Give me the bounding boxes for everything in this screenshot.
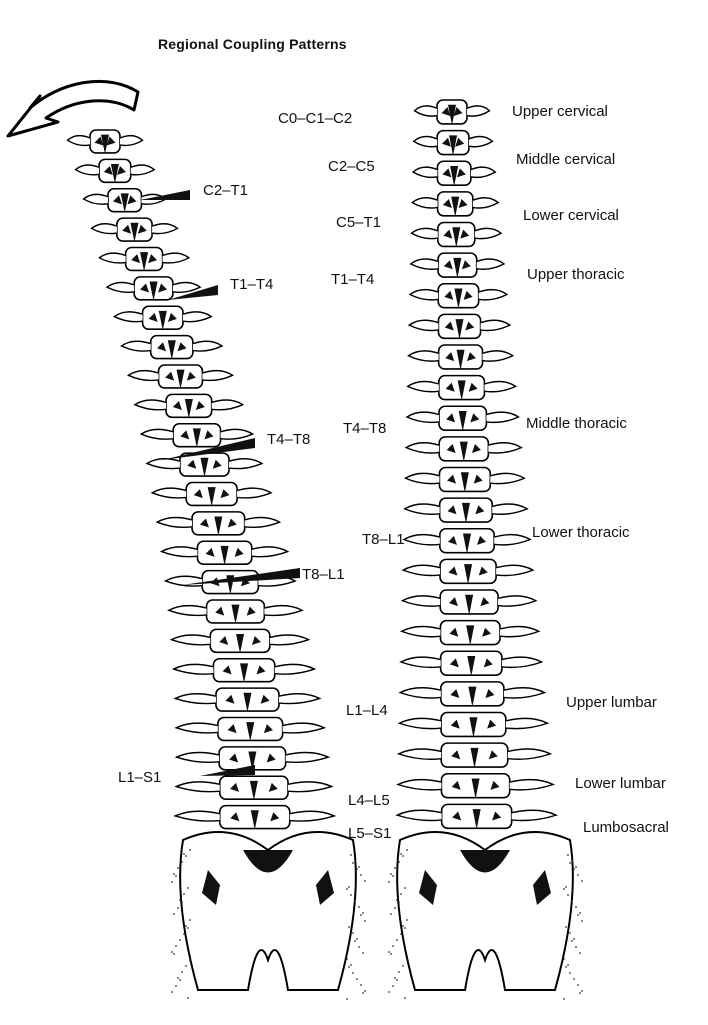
right-vertebra [403, 497, 529, 524]
left-vertebra [120, 334, 224, 360]
left-vertebra [66, 129, 144, 155]
left-vertebra [174, 716, 327, 742]
right-vertebra [405, 405, 520, 432]
left-spine-laterally-bent [66, 129, 366, 1000]
right-vertebra [409, 252, 506, 279]
right-vertebra [411, 191, 500, 217]
left-vertebra [173, 687, 322, 713]
segment-label-l1-l4: L1–L4 [346, 702, 388, 719]
right-vertebra [408, 282, 509, 309]
left-label-t1-t4: T1–T4 [230, 276, 274, 293]
left-vertebra [155, 511, 282, 536]
region-label-middle-cervical: Middle cervical [516, 151, 616, 168]
left-vertebra [171, 657, 317, 683]
right-vertebra [402, 527, 532, 554]
right-vertebra [403, 466, 526, 493]
right-vertebra [400, 589, 538, 616]
right-vertebra [404, 436, 523, 462]
right-vertebra [413, 99, 491, 126]
segment-label-t8-l1: T8–L1 [362, 531, 405, 548]
right-vertebra [406, 374, 518, 401]
left-vertebra [150, 481, 273, 507]
right-vertebra [399, 619, 541, 646]
right-vertebra [399, 650, 544, 677]
left-vertebra [105, 276, 202, 301]
right-vertebra [395, 803, 559, 830]
left-vertebra [97, 246, 191, 272]
region-label-upper-thoracic: Upper thoracic [527, 266, 625, 283]
left-vertebra [173, 804, 337, 830]
right-vertebra [397, 711, 550, 738]
region-label-lower-lumbar: Lower lumbar [575, 775, 666, 792]
right-vertebra [407, 313, 512, 340]
coupling-arrow-icon [182, 568, 300, 585]
segment-label-t1-t4: T1–T4 [331, 271, 375, 288]
left-vertebra [145, 452, 264, 478]
diagram-title: Regional Coupling Patterns [158, 36, 347, 52]
left-vertebra [126, 364, 235, 390]
region-label-lower-cervical: Lower cervical [523, 207, 619, 224]
right-vertebra [396, 772, 556, 799]
right-vertebra [411, 160, 497, 187]
right-vertebra [398, 681, 547, 707]
left-sacrum-pelvis [171, 831, 366, 1000]
left-vertebra [82, 187, 168, 213]
coupling-arrow-icon [168, 285, 218, 300]
left-vertebra [133, 393, 245, 419]
segment-label-l5-s1: L5–S1 [348, 825, 392, 842]
rotation-arrow-icon [6, 79, 140, 138]
region-label-upper-lumbar: Upper lumbar [566, 694, 657, 711]
region-label-lower-thoracic: Lower thoracic [532, 524, 630, 541]
region-label-middle-thoracic: Middle thoracic [526, 415, 627, 432]
coupling-arrow-icon [140, 190, 190, 200]
left-label-t4-t8: T4–T8 [267, 431, 311, 448]
segment-label-t4-t8: T4–T8 [343, 420, 387, 437]
right-vertebra [396, 742, 553, 769]
region-label-lumbosacral: Lumbosacral [583, 819, 669, 836]
left-vertebra [139, 422, 255, 448]
region-label-upper-cervical: Upper cervical [512, 103, 608, 120]
left-vertebra [74, 158, 156, 184]
left-vertebra [90, 217, 179, 243]
coupling-arrow-icon [200, 765, 255, 776]
left-label-t8-l1: T8–L1 [302, 566, 345, 583]
segment-label-c0-c2: C0–C1–C2 [278, 110, 353, 127]
left-vertebra [167, 599, 304, 625]
right-vertebra [410, 221, 503, 248]
left-label-l1-s1: L1–S1 [118, 769, 162, 786]
segment-label-l4-l5: L4–L5 [348, 792, 390, 809]
segment-label-c5-t1: C5–T1 [336, 214, 382, 231]
left-label-c2-t1: C2–T1 [203, 182, 249, 199]
left-vertebra [112, 305, 213, 331]
coupling-arrow-icon [162, 438, 255, 460]
segment-label-c2-c5: C2–C5 [328, 158, 375, 175]
left-vertebra [174, 746, 331, 771]
left-vertebra [159, 540, 290, 566]
right-vertebra [412, 129, 494, 156]
right-vertebra [401, 558, 535, 585]
right-sacrum-pelvis [388, 831, 583, 1000]
coupling-arrows [140, 190, 300, 776]
right-vertebra [407, 344, 515, 371]
left-vertebra [169, 628, 311, 654]
left-vertebra [174, 775, 334, 801]
right-spine-neutral [388, 99, 583, 1000]
